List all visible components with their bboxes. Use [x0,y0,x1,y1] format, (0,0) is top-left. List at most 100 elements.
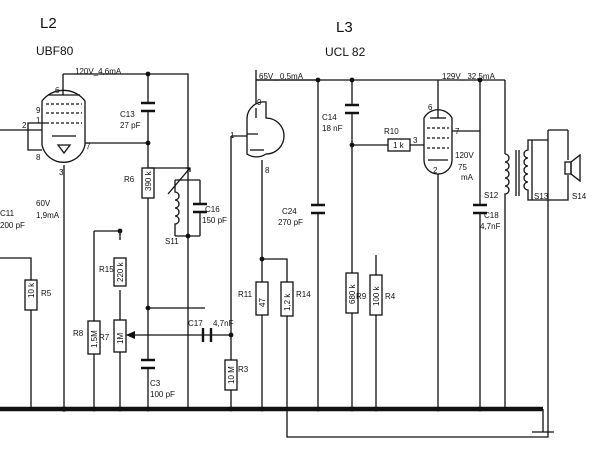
r11-ref: R11 [238,290,253,299]
junction [228,406,234,412]
l2-pin-8: 8 [36,153,41,162]
c16-value: 150 pF [202,216,227,225]
l2-b-plus-line [63,73,189,409]
junction [117,406,123,412]
l3-pin-8: 8 [265,166,270,175]
r7-wiper-arrow [126,331,135,339]
c13-capacitor [141,74,155,143]
r9-ref: R9 [356,292,367,301]
junction [145,406,151,412]
r14-resistor [280,281,294,317]
junction [117,228,123,234]
r15-ref: R15 [99,265,114,274]
c16-ref: C16 [205,205,220,214]
junction [349,77,355,83]
r5-resistor [24,279,38,311]
r3-resistor [224,359,238,391]
ground-symbol [532,409,554,433]
s12-winding [504,153,510,409]
l3-type: UCL 82 [325,45,366,59]
c18-value: 4,7nF [480,222,501,231]
l2-type: UBF80 [36,44,74,58]
c3-capacitor [141,308,155,409]
speaker-leads [548,129,569,201]
r4-ref: R4 [385,292,396,301]
r8-value: 1,5M [90,330,99,348]
l2-cathode-i: 1,9mA [36,211,60,220]
r15-resistor [113,257,127,287]
l3b-pin-6: 6 [428,103,433,112]
s14-speaker [564,153,581,183]
l3-pentode [423,109,453,175]
junction [349,406,355,412]
junction [145,305,151,311]
s12-ref: S12 [484,191,499,200]
r15-value: 220 k [116,261,125,282]
c17-ref: C17 [188,319,203,328]
c18-ref: C18 [484,211,499,220]
c14-ref: C14 [322,113,337,122]
junction [315,406,321,412]
junction [259,406,265,412]
l2-pin-9: 9 [36,106,41,115]
l3b-pin-2: 2 [433,166,438,175]
l2-cathode-v: 60V [36,199,51,208]
r3-ref: R3 [238,365,249,374]
r5-ref: R5 [41,289,52,298]
c18-capacitor [473,131,487,409]
l2-supply: 120V_4,6mA [75,67,122,76]
r4-resistor [369,274,383,316]
c24-value: 270 pF [278,218,303,227]
s11-ref: S11 [165,237,179,246]
input-pin: 2 [22,121,27,130]
junction [435,406,441,412]
r10-ref: R10 [384,127,399,136]
l3-pin-9: 9 [257,98,262,107]
r6-ref: R6 [124,175,135,184]
junction [145,71,151,77]
c14-capacitor [345,80,359,409]
l2-pin-7: 7 [86,142,91,151]
s11-tuning-arrow [167,167,191,195]
junction [477,77,483,83]
c16-capacitor [193,180,207,236]
c13-ref: C13 [120,110,135,119]
c24-capacitor [311,80,325,409]
junction [228,332,234,338]
s13-ref: S13 [534,192,549,201]
c3-value: 100 pF [150,390,175,399]
l2-ref: L2 [40,15,57,32]
r11-value: 47 [258,298,267,307]
r7-potentiometer [113,319,127,353]
c11-value: 200 pF [0,221,25,230]
r6-value: 390 k [144,170,153,191]
l2-pin-3: 3 [59,168,64,177]
r14-ref: R14 [296,290,311,299]
l3-ref: L3 [336,19,353,36]
r14-line [262,130,549,438]
s14-ref: S14 [572,192,587,201]
junction [185,233,191,239]
r14-value: 1,2 k [283,293,292,311]
r3-value: 10 M [227,366,236,384]
r8-ref: R8 [73,329,84,338]
l3-supply: 65V_ 0,5mA [259,72,304,81]
r8-resistor [87,320,101,355]
l3b-pin-3: 3 [413,136,418,145]
l2-tube [41,89,86,163]
l2-pin-6: 6 [55,86,60,95]
l3b-plate-v: 120V [455,151,474,160]
junction [373,406,379,412]
l3b-screen-line [452,80,481,132]
c17-value: 4,7nF [213,319,234,328]
r5-value: 10 k [27,282,36,298]
r10-value: 1 k [393,141,405,150]
junction [259,256,265,262]
l2-grid-link [27,122,46,151]
s13-winding [523,139,548,201]
r7-ref: R7 [99,333,110,342]
c17-capacitor [201,328,231,342]
junction [145,140,151,146]
r4-value: 100 k [372,285,381,306]
